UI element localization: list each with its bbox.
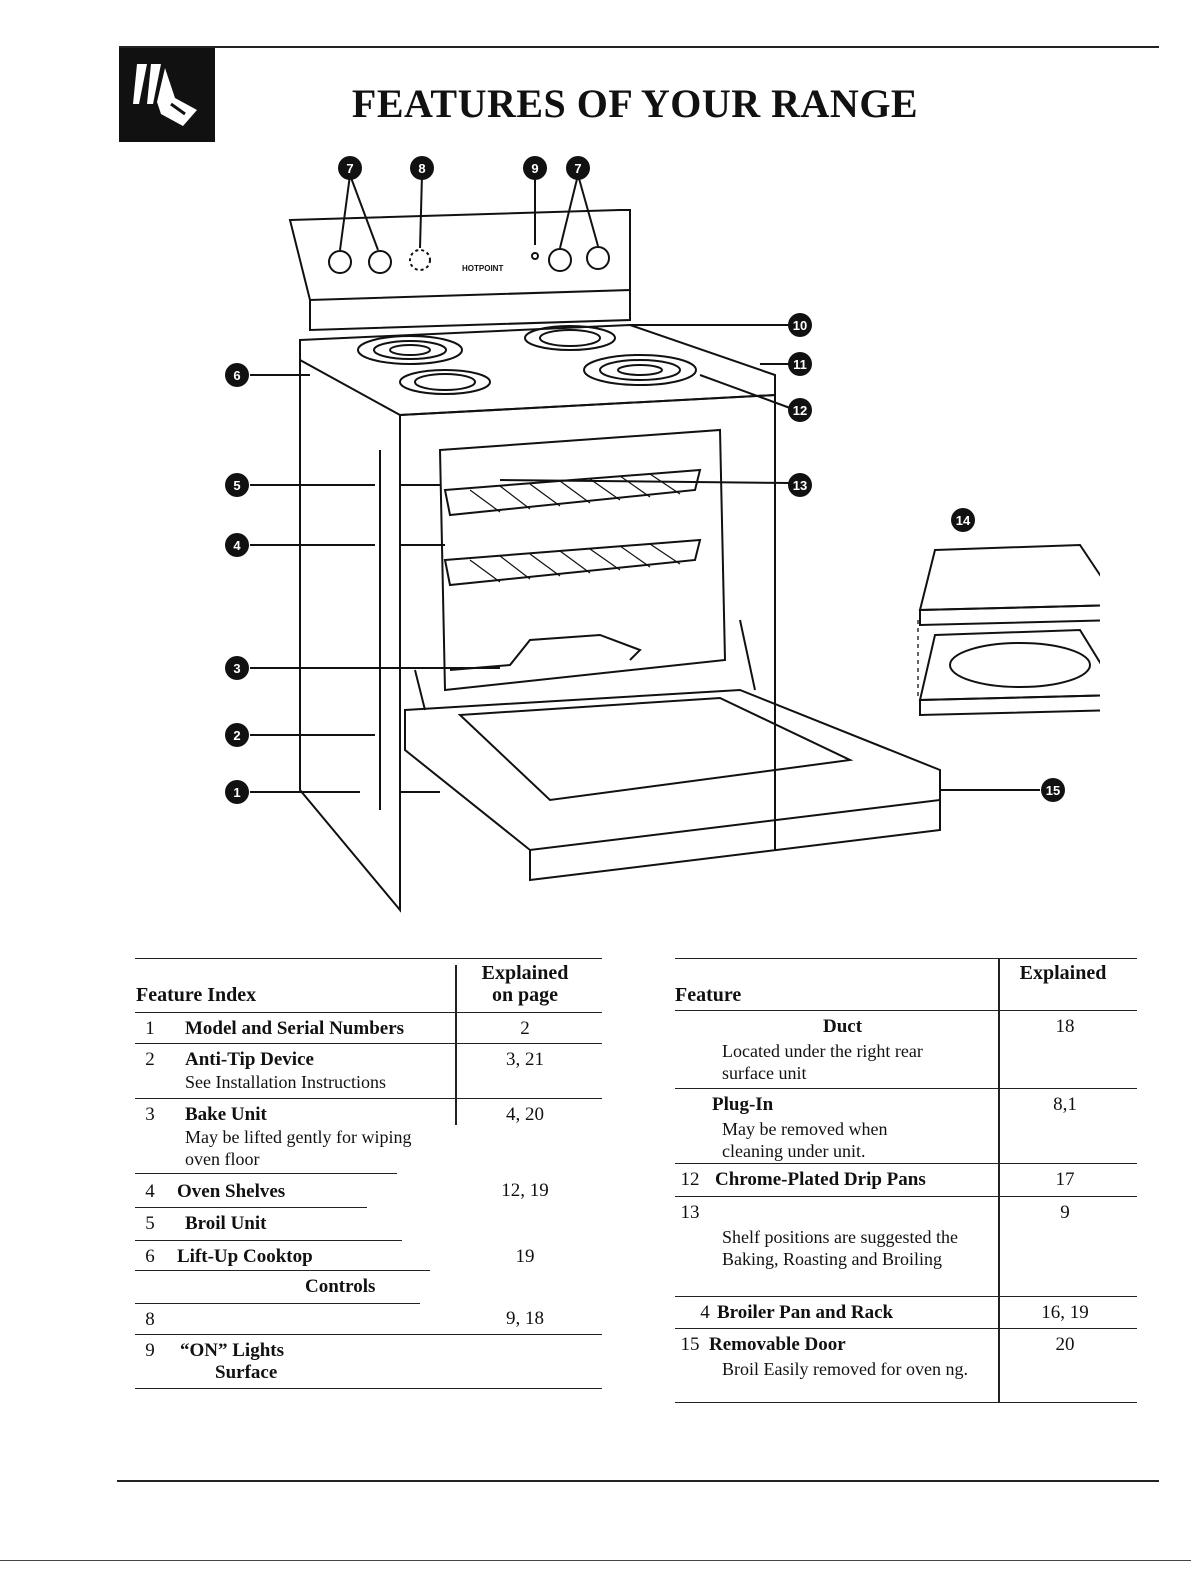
left-col-feature-header: Feature Index	[136, 984, 257, 1006]
table-row: 3 Bake Unit May be lifted gently for wip…	[135, 1098, 602, 1169]
table-row: 2 Anti-Tip Device See Installation Instr…	[135, 1043, 602, 1092]
header-rule	[119, 46, 1159, 48]
callout-2: 2	[233, 728, 240, 743]
callout-1: 1	[233, 785, 240, 800]
right-col-page-header: Explained	[1019, 962, 1107, 984]
table-row: 6 Lift-Up Cooktop	[135, 1240, 402, 1267]
table-row: Duct Located under the right rear surfac…	[675, 1010, 1137, 1083]
right-col-feature-header: Feature	[675, 984, 742, 1006]
table-row: 4 Oven Shelves	[135, 1173, 397, 1202]
callout-7a: 7	[346, 161, 353, 176]
table-row: 4 Broiler Pan and Rack 16, 19	[675, 1296, 1137, 1323]
callout-11: 11	[793, 357, 807, 372]
hand-pointer-icon	[133, 64, 197, 126]
table-row: 9 “ON” Lights Surface	[135, 1334, 602, 1383]
callout-7b: 7	[574, 161, 581, 176]
table-row: 8	[135, 1303, 420, 1330]
callout-4: 4	[233, 538, 241, 553]
brand-logo	[119, 46, 215, 142]
callout-5: 5	[233, 478, 240, 493]
brand-label: HOTPOINT	[462, 264, 503, 273]
table-row: Plug-In May be removed when cleaning und…	[675, 1088, 1137, 1161]
right-table-bottom-rule	[675, 1402, 1137, 1403]
left-row-8-page: 9, 18	[506, 1308, 544, 1329]
table-row: 15 Removable Door Broil Easily removed f…	[675, 1328, 1137, 1379]
left-col-page-header-1: Explained	[481, 962, 569, 984]
table-row: 13 Shelf positions are suggested the Bak…	[675, 1196, 1137, 1269]
table-row: Controls	[135, 1270, 430, 1297]
table-row: 1 Model and Serial Numbers 2	[135, 1012, 602, 1039]
callout-9: 9	[531, 161, 538, 176]
callout-10: 10	[793, 318, 807, 333]
range-illustration: HOTPOINT 1 2 3 4 5 6 7 8 9 7 10 11 12 13…	[225, 156, 1100, 913]
table-row: 5 Broil Unit	[135, 1207, 367, 1234]
callout-6: 6	[233, 368, 240, 383]
callout-12: 12	[793, 403, 807, 418]
table-row: 12 Chrome-Plated Drip Pans 17	[675, 1163, 1137, 1190]
left-table-top-rule	[135, 958, 602, 959]
right-table-divider	[998, 958, 1000, 1403]
left-col-page-header-2: on page	[491, 984, 559, 1006]
left-row-6-page: 19	[515, 1246, 535, 1267]
callout-3: 3	[233, 661, 240, 676]
callout-8: 8	[418, 161, 425, 176]
callout-13: 13	[793, 478, 807, 493]
left-table-bottom-rule	[135, 1388, 602, 1389]
callout-badges: 1 2 3 4 5 6 7 8 9 7 10 11 12 13 14 15	[225, 156, 1065, 804]
page-edge-rule	[0, 1560, 1191, 1561]
left-row-4-page: 12, 19	[501, 1180, 549, 1201]
left-table-divider	[455, 965, 457, 1125]
right-table-top-rule	[675, 958, 1137, 959]
callout-15: 15	[1046, 783, 1060, 798]
callout-14: 14	[956, 513, 971, 528]
page-title: FEATURES OF YOUR RANGE	[351, 81, 919, 126]
footer-rule	[117, 1480, 1159, 1482]
